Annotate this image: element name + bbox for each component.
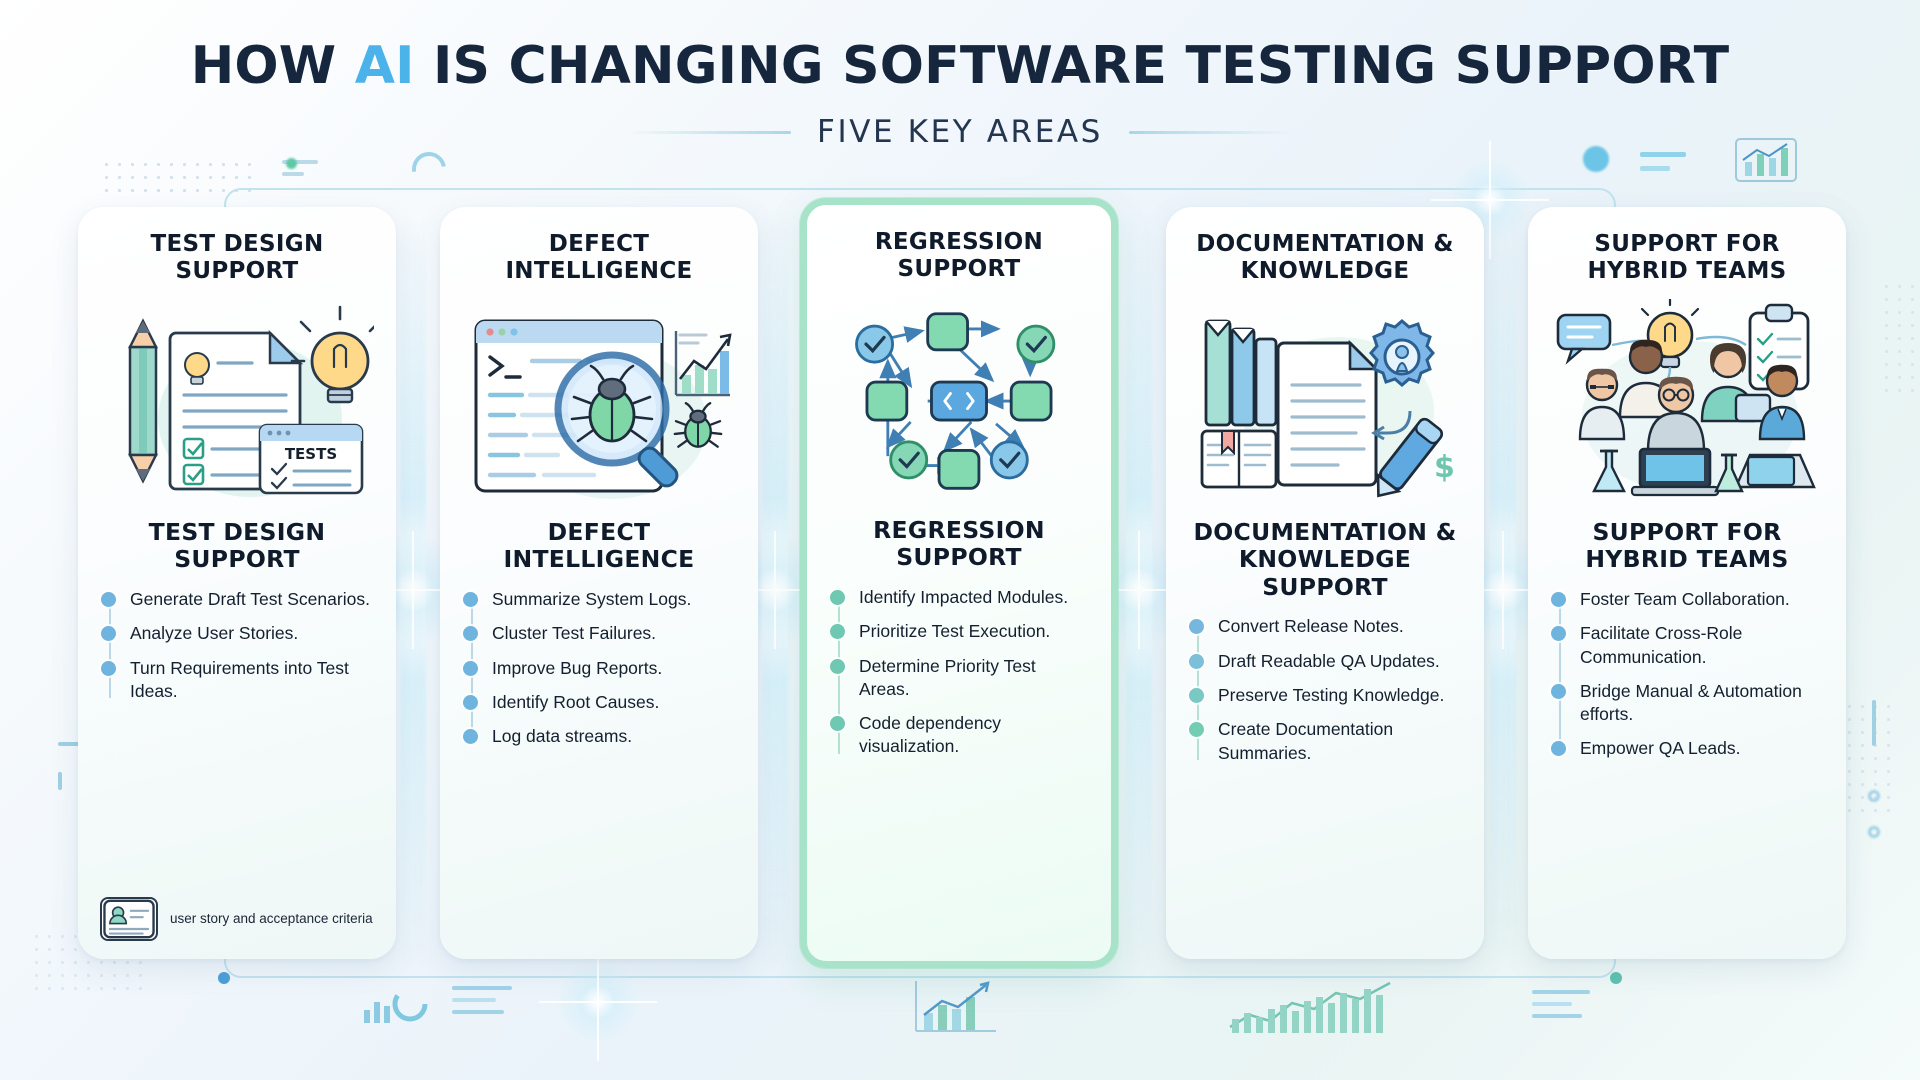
- card-heading: REGRESSION SUPPORT: [874, 229, 1044, 282]
- page-subtitle: FIVE KEY AREAS: [817, 114, 1103, 150]
- card-illustration-document-checklist-pencil-lightbulb-icon: TESTS: [100, 299, 374, 509]
- list-item: Improve Bug Reports.: [463, 657, 736, 680]
- badge-label: user story and acceptance criteria: [170, 910, 373, 926]
- list-item: Convert Release Notes.: [1189, 615, 1462, 638]
- list-item: Determine Priority Test Areas.: [830, 655, 1089, 702]
- card-subheading: DOCUMENTATION & KNOWLEDGE SUPPORT: [1193, 518, 1457, 601]
- list-item: Create Documentation Summaries.: [1189, 718, 1462, 765]
- title-ai-highlight: AI: [354, 36, 415, 96]
- list-item: Facilitate Cross-Role Communication.: [1551, 622, 1824, 669]
- list-item: Empower QA Leads.: [1551, 737, 1824, 760]
- card-bullet-list: Identify Impacted Modules. Prioritize Te…: [829, 586, 1089, 770]
- card-subheading: SUPPORT FOR HYBRID TEAMS: [1585, 518, 1789, 574]
- page-title: HOW AI IS CHANGING SOFTWARE TESTING SUPP…: [0, 36, 1920, 96]
- list-item: Log data streams.: [463, 725, 736, 748]
- list-item: Prioritize Test Execution.: [830, 620, 1089, 643]
- list-item: Generate Draft Test Scenarios.: [101, 588, 374, 611]
- card-subheading: DEFECT INTELLIGENCE: [503, 518, 695, 574]
- card-illustration-team-collaboration-icon: [1550, 299, 1824, 509]
- currency-symbol: $: [1434, 450, 1455, 485]
- card-bullet-list: Foster Team Collaboration. Facilitate Cr…: [1550, 588, 1824, 772]
- card-subheading: REGRESSION SUPPORT: [873, 516, 1045, 572]
- list-item: Analyze User Stories.: [101, 622, 374, 645]
- card-illustration-magnifier-bug-code-window-icon: [462, 299, 736, 509]
- card-illustration-dependency-graph-icon: [829, 297, 1089, 507]
- card-subheading: TEST DESIGN SUPPORT: [148, 518, 326, 574]
- card-footer-badge: user story and acceptance criteria: [100, 889, 374, 941]
- title-text-before: HOW: [190, 36, 355, 96]
- card-heading: TEST DESIGN SUPPORT: [150, 231, 324, 284]
- user-card-icon: [100, 897, 158, 941]
- list-item: Foster Team Collaboration.: [1551, 588, 1824, 611]
- subtitle-rule-left: [626, 130, 792, 134]
- illustration-label: TESTS: [285, 445, 337, 463]
- card-test-design-support[interactable]: TEST DESIGN SUPPORT: [78, 207, 396, 959]
- card-regression-support[interactable]: REGRESSION SUPPORT: [800, 198, 1118, 968]
- card-support-hybrid-teams[interactable]: SUPPORT FOR HYBRID TEAMS: [1528, 207, 1846, 959]
- subtitle-rule-right: [1128, 130, 1294, 134]
- list-item: Bridge Manual & Automation efforts.: [1551, 680, 1824, 727]
- list-item: Code dependency visualization.: [830, 712, 1089, 759]
- list-item: Identify Impacted Modules.: [830, 586, 1089, 609]
- title-text-after: IS CHANGING SOFTWARE TESTING SUPPORT: [414, 36, 1730, 96]
- card-defect-intelligence[interactable]: DEFECT INTELLIGENCE: [440, 207, 758, 959]
- card-heading: DOCUMENTATION & KNOWLEDGE: [1196, 231, 1454, 284]
- card-bullet-list: Convert Release Notes. Draft Readable QA…: [1188, 615, 1462, 775]
- list-item: Draft Readable QA Updates.: [1189, 650, 1462, 673]
- card-bullet-list: Summarize System Logs. Cluster Test Fail…: [462, 588, 736, 759]
- card-illustration-books-document-gear-pen-icon: $: [1188, 299, 1462, 509]
- list-item: Preserve Testing Knowledge.: [1189, 684, 1462, 707]
- card-documentation-knowledge[interactable]: DOCUMENTATION & KNOWLEDGE: [1166, 207, 1484, 959]
- subtitle-row: FIVE KEY AREAS: [0, 114, 1920, 150]
- list-item: Cluster Test Failures.: [463, 622, 736, 645]
- list-item: Turn Requirements into Test Ideas.: [101, 657, 374, 704]
- card-heading: DEFECT INTELLIGENCE: [505, 231, 693, 284]
- page-header: HOW AI IS CHANGING SOFTWARE TESTING SUPP…: [0, 36, 1920, 150]
- list-item: Summarize System Logs.: [463, 588, 736, 611]
- card-heading: SUPPORT FOR HYBRID TEAMS: [1587, 231, 1787, 284]
- card-bullet-list: Generate Draft Test Scenarios. Analyze U…: [100, 588, 374, 714]
- list-item: Identify Root Causes.: [463, 691, 736, 714]
